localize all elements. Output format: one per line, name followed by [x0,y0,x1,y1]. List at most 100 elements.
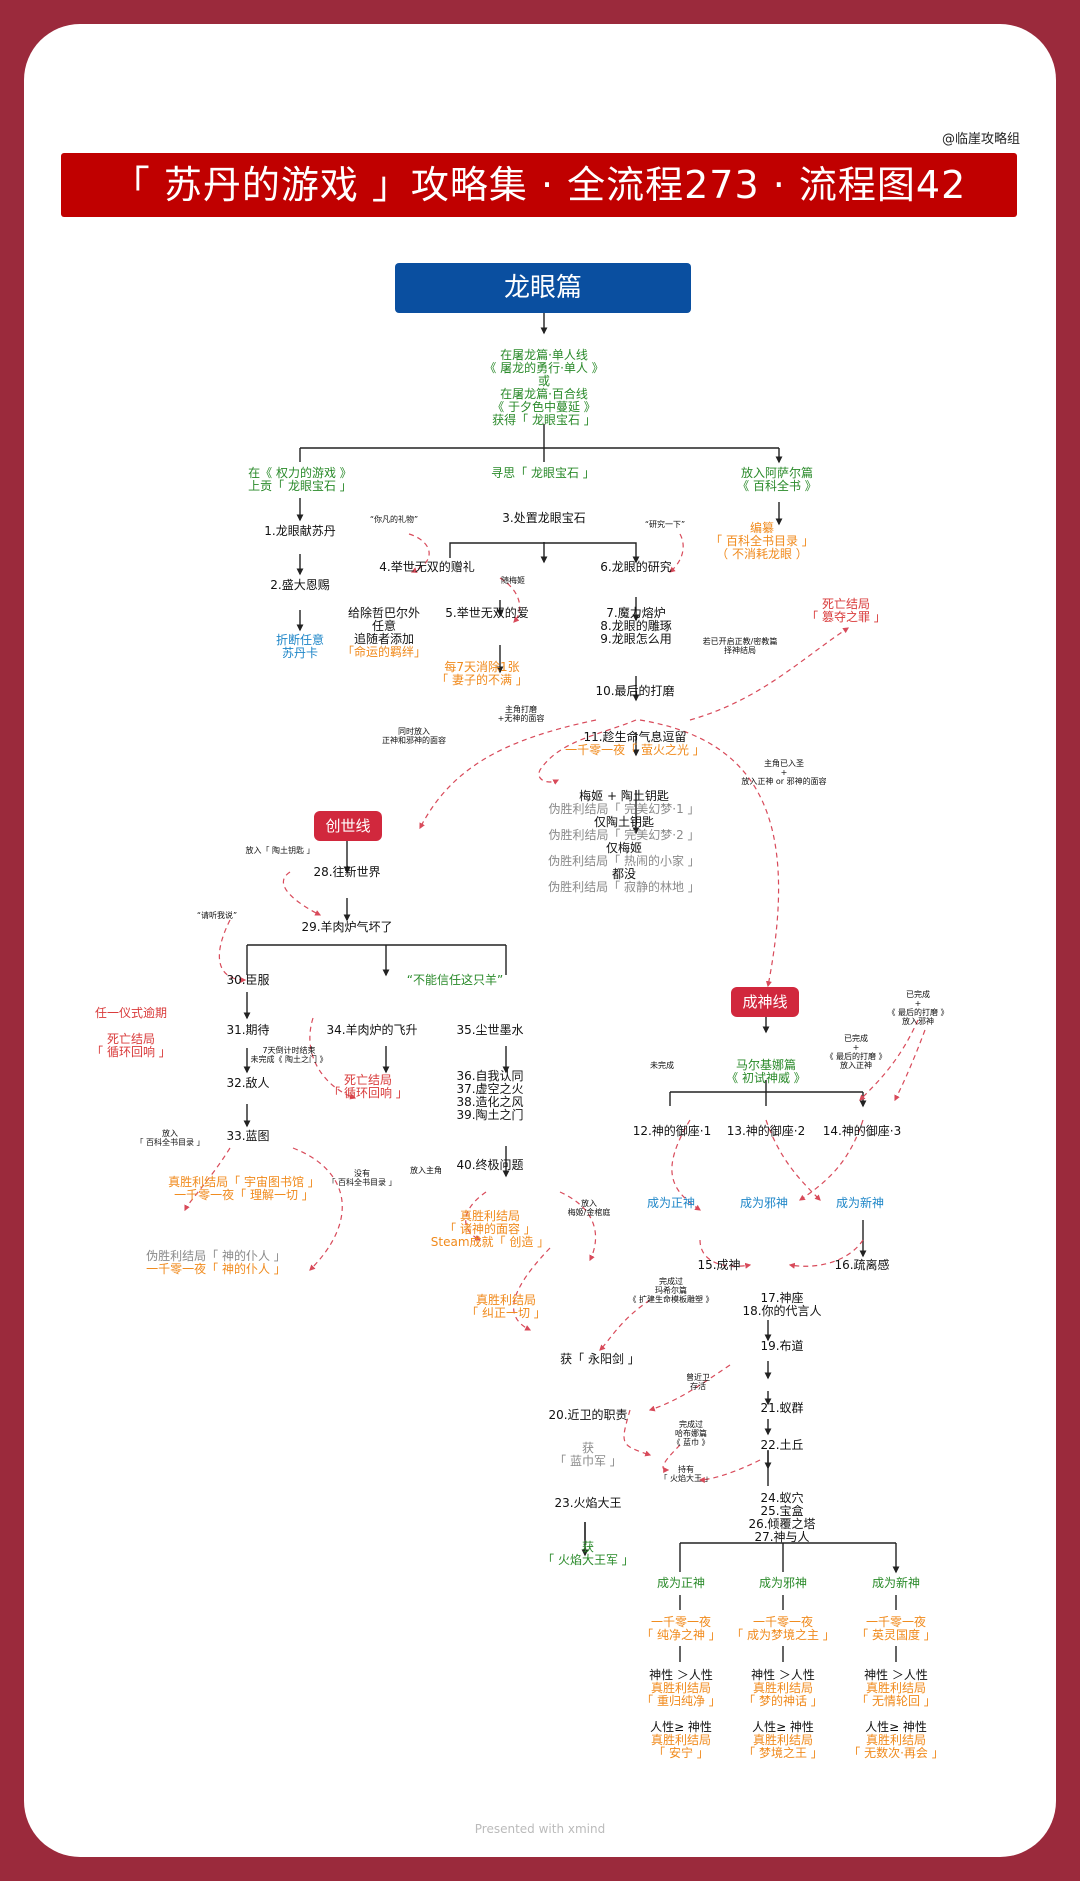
node-40: 40.终极问题 [456,1158,524,1172]
node-2427: 24.蚁穴 25.宝盒 26.倾覆之塔 27.神与人 [748,1491,816,1544]
note-weiwan: 未完成 [650,1061,674,1070]
node-33-fake2: 一千零一夜「 神的仆人 」 [146,1262,286,1276]
node-29: 29.羊肉炉气坏了 [301,920,393,934]
node-right-root: 放入阿萨尔篇 《 百科全书 》 [737,466,817,493]
node-cw-xin: 成为新神 [835,1196,885,1210]
node-33-win: 真胜利结局「 宇宙图书馆 」 一千零一夜「 理解一切 」 [168,1175,320,1202]
node-789: 7.魔力熔炉 8.龙眼的雕琢 9.龙眼怎么用 [600,606,672,646]
node-33: 33.蓝图 [226,1129,270,1143]
note-yanjiu: “研究一下” [644,520,686,529]
note-yiwan1: 已完成 + 《 最后的打磨 》 放入邪神 [887,990,949,1026]
node-mid-root: 寻思「 龙眼宝石 」 [491,466,595,480]
node-16: 16.疏离感 [834,1258,890,1272]
node-40-win2: 真胜利结局 「 纠正一切 」 [466,1293,546,1320]
node-34: 34.羊肉炉的飞升 [326,1023,418,1037]
node-y1: 一千零一夜 「 英灵国度 」 [856,1615,936,1642]
node-bianzuan: 编纂 「 百科全书目录 」 （ 不消耗龙眼 ） [710,521,814,561]
note-fang-tao: 放入「 陶土钥匙 」 [245,846,315,855]
node-x1: 一千零一夜 「 成为梦境之主 」 [731,1615,835,1642]
note-fanfan: “你凡的礼物” [369,515,419,524]
node-x2b: 真胜利结局 「 梦的神话 」 [743,1681,823,1708]
node-1718: 17.神座 18.你的代言人 [742,1291,822,1318]
note-wancheng-bu: 完成过 哈布娜篇 《 蓝巾 》 [672,1420,710,1447]
node-2: 2.盛大恩赐 [270,578,330,592]
node-mei7: 每7天消除1张 「 妻子的不满 」 [436,660,528,687]
node-28: 28.往新世界 [313,865,381,879]
note-yikai: 若已开启正教/密教篇 择神结局 [702,637,778,655]
node-f-zheng: 成为正神 [656,1576,706,1590]
node-3: 3.处置龙眼宝石 [502,511,586,525]
note-zhujiao-fang: 主角打磨 +无神的面容 [497,705,545,723]
node-mei-tao: 梅姬 + 陶土钥匙 [579,789,669,803]
node-z3a: 人性≥ 神性 [650,1720,712,1734]
node-11: 11.趁生命气息逗留 [583,730,687,744]
note-fang-bai: 放入 「 百科全书目录 」 [135,1129,205,1147]
node-prereq: 在屠龙篇·单人线 《 屠龙的勇行·单人 》 或 在屠龙篇·百合线 《 于夕色中蔓… [484,348,604,427]
note-fang-mei: 放入 梅姬/金棺庭 [567,1199,611,1217]
section-longyan: 龙眼篇 [395,263,691,313]
node-x2a: 神性 ＞人性 [751,1668,815,1682]
node-huo-yang: 获「 永阳剑 」 [560,1352,640,1366]
node-cw-xie: 成为邪神 [739,1196,789,1210]
node-wei3: 伪胜利结局「 热闹的小家 」 [548,854,700,868]
node-huo-lan: 获 「 蓝巾军 」 [554,1441,622,1468]
node-3639: 36.自我认同 37.虚空之火 38.造化之风 39.陶土之门 [456,1069,524,1122]
node-32: 32.敌人 [226,1076,270,1090]
node-1: 1.龙眼献苏丹 [264,524,336,538]
node-wei1: 伪胜利结局「 完美幻梦·1 」 [548,802,700,816]
node-bu-xin: “不能信任这只羊” [406,973,504,987]
node-z1: 一千零一夜 「 纯净之神 」 [641,1615,721,1642]
node-f-xie: 成为邪神 [758,1576,808,1590]
node-11-tag: 一千零一夜「 萤火之光 」 [565,743,705,757]
node-40-steam: Steam成就「 创造 」 [430,1235,550,1249]
node-ren-death: 死亡结局 「 循环回响 」 [91,1032,171,1059]
note-yiwan2: 已完成 + 《 最后的打磨 》 放入正神 [825,1034,887,1070]
node-f-xin: 成为新神 [871,1576,921,1590]
note-chiyou: 持有 「 火焰大王 」 [659,1465,713,1483]
node-cw-zheng: 成为正神 [646,1196,696,1210]
node-10: 10.最后的打磨 [595,684,675,698]
node-23: 23.火焰大王 [554,1496,622,1510]
node-6: 6.龙眼的研究 [600,560,672,574]
note-tian7: 7天倒计时结束 未完成《 陶土之门 》 [250,1046,328,1064]
node-5: 5.举世无双的爱 [445,606,529,620]
node-wei2: 伪胜利结局「 完美幻梦·2 」 [548,828,700,842]
page-title: 「 苏丹的游戏 」攻略集 · 全流程273 · 流程图42 [61,153,1017,217]
note-wancheng-gu: 完成过 玛希尔篇 《 扩建生命模板雕塑 》 [628,1277,714,1304]
node-x3a: 人性≥ 神性 [752,1720,814,1734]
node-30: 30.臣服 [226,973,270,987]
node-15: 15.成神 [697,1258,741,1272]
node-x3b: 真胜利结局 「 梦境之王 」 [743,1733,823,1760]
section-chuangshi: 创世线 [314,811,382,841]
node-22: 22.土丘 [760,1438,804,1452]
credit-label: @临崖攻略组 [941,132,1020,147]
node-jin-tao: 仅陶土钥匙 [593,815,655,829]
node-20: 20.近卫的职责 [548,1408,628,1422]
node-zhe: 折断任意 苏丹卡 [275,633,325,660]
note-qu-jin: 曾近卫 存活 [686,1373,710,1391]
node-y2a: 神性 ＞人性 [864,1668,928,1682]
node-40-win: 真胜利结局 「 诸神的面容 」 [444,1209,536,1236]
note-tongshi: 同时放入 正神和邪神的面容 [382,727,446,745]
node-y3b: 真胜利结局 「 无数次·再会 」 [848,1733,944,1760]
note-meiyou: 没有 「 百科全书目录 」 [327,1169,397,1187]
note-zhujiao-yi: 主角已入圣 + 放入正神 or 邪神的面容 [741,759,827,786]
watermark: Presented with xmind [474,1822,606,1836]
node-19: 19.布道 [760,1339,804,1353]
note-suimeiji: 随梅姬 [501,576,525,585]
section-chengshen: 成神线 [731,987,799,1017]
node-31: 31.期待 [226,1023,270,1037]
node-huo-huo: 获 「 火焰大王军 」 [542,1540,634,1567]
node-34-death: 死亡结局 「 循环回响 」 [328,1073,408,1100]
node-12: 12.神的御座·1 [632,1124,712,1138]
node-jin-mei: 仅梅姬 [605,841,643,855]
node-z3b: 真胜利结局 「 安宁 」 [650,1733,712,1760]
node-35: 35.尘世墨水 [456,1023,524,1037]
node-maer: 马尔基娜篇 《 初试神威 》 [726,1058,806,1085]
node-death-top: 死亡结局 「 篡夺之罪 」 [806,597,886,624]
node-y3a: 人性≥ 神性 [865,1720,927,1734]
node-21: 21.蚁群 [760,1401,804,1415]
node-left-root: 在《 权力的游戏 》 上贡「 龙眼宝石 」 [248,466,352,493]
node-gei-tag: 「命运的羁绊」 [341,645,427,659]
poster-card: @临崖攻略组 「 苏丹的游戏 」攻略集 · 全流程273 · 流程图42 龙眼篇… [24,24,1056,1857]
